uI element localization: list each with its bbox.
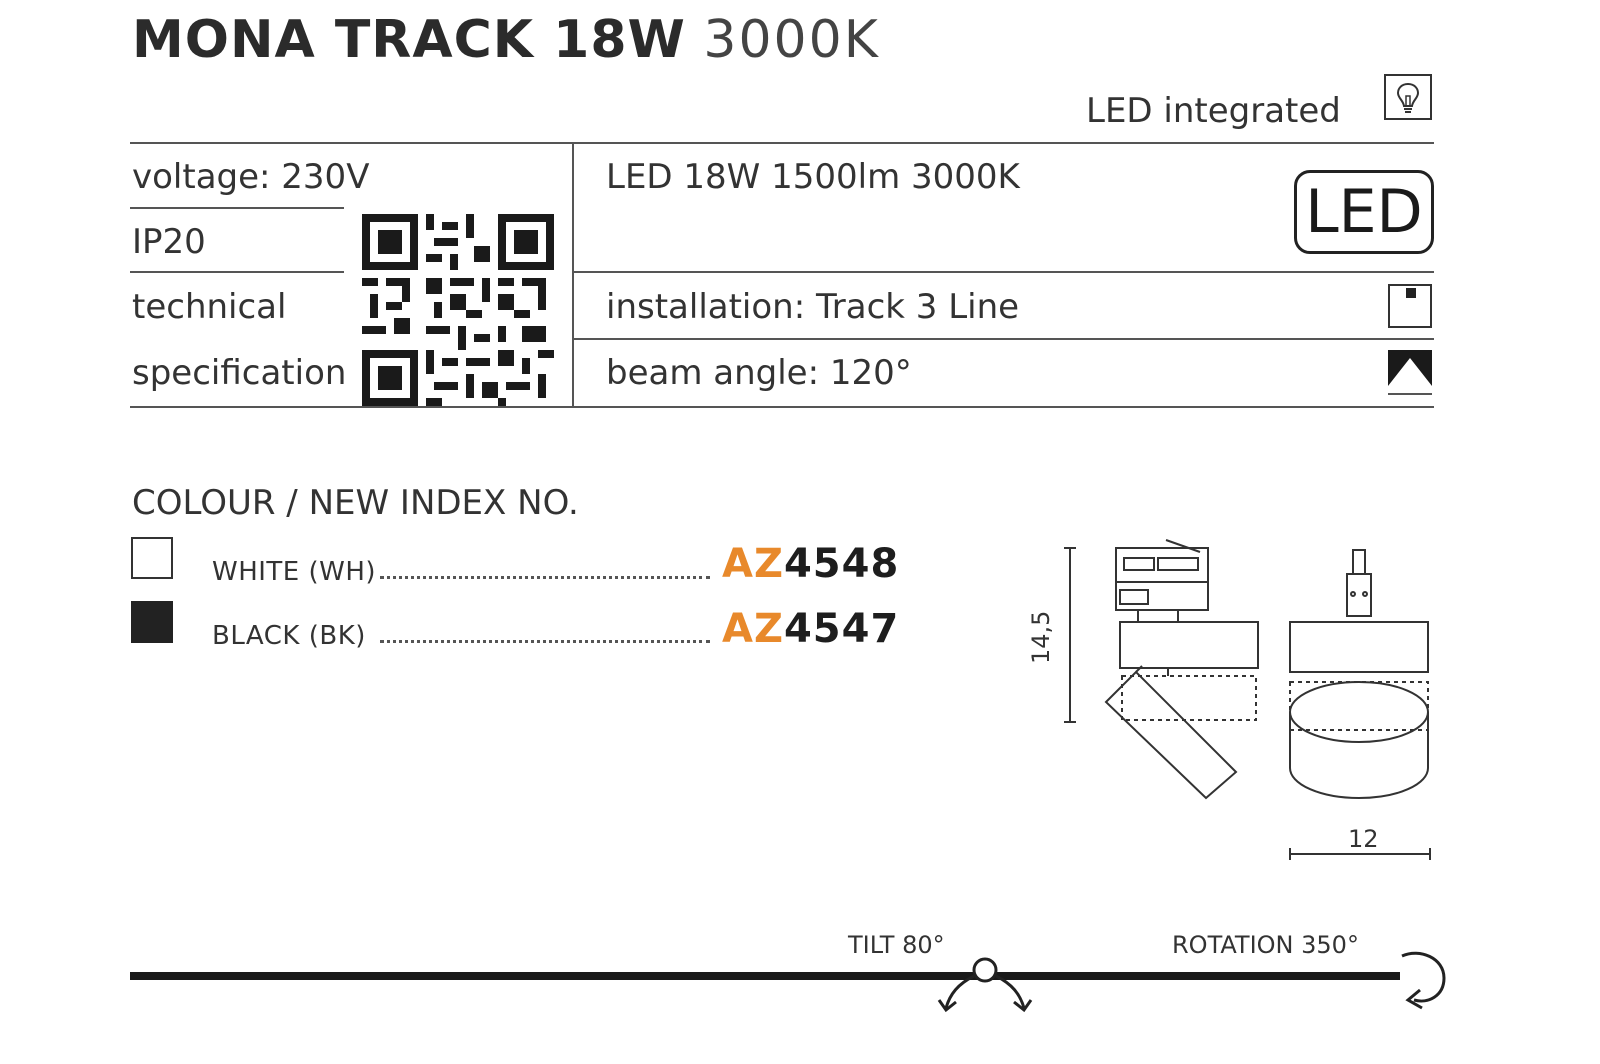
colour-name-white: WHITE (WH) <box>212 557 377 587</box>
tilt-label: TILT 80° <box>848 931 945 959</box>
dimension-width: 12 <box>1348 825 1379 853</box>
title-product: MONA TRACK 18W <box>132 10 686 70</box>
rotation-label: ROTATION 350° <box>1172 931 1359 959</box>
swatch-black <box>131 601 173 643</box>
led-integrated-label: LED integrated <box>1086 91 1341 131</box>
colour-name-black: BLACK (BK) <box>212 621 366 651</box>
bulb-icon <box>1384 74 1432 120</box>
spec-installation: installation: Track 3 Line <box>606 287 1020 327</box>
beam-angle-icon <box>1388 350 1432 395</box>
rotation-icon <box>1401 951 1446 1010</box>
bottom-bar <box>130 972 1400 980</box>
table-divider <box>572 144 574 408</box>
leader-dots <box>380 640 710 643</box>
spec-led: LED 18W 1500lm 3000K <box>606 157 1020 197</box>
led-icon: LED <box>1294 170 1434 254</box>
page-title: MONA TRACK 18W 3000K <box>132 8 880 72</box>
swatch-white <box>131 537 173 579</box>
title-color-temp: 3000K <box>703 10 880 70</box>
technical-drawing <box>1064 539 1431 860</box>
leader-dots <box>380 576 710 579</box>
left-rule-1 <box>130 207 344 209</box>
tilt-icon <box>937 957 1033 1013</box>
spec-beam: beam angle: 120° <box>606 353 912 393</box>
dimension-height: 14,5 <box>1027 610 1055 664</box>
index-code-black: AZ4547 <box>722 606 900 652</box>
right-rule-2 <box>574 338 1434 340</box>
right-rule-1 <box>574 271 1434 273</box>
table-bottom-rule <box>130 406 1434 408</box>
track-installation-icon <box>1388 284 1432 328</box>
index-code-white: AZ4548 <box>722 541 900 587</box>
spec-ip: IP20 <box>132 222 206 262</box>
qr-code[interactable] <box>362 212 554 408</box>
left-rule-2 <box>130 271 344 273</box>
spec-voltage: voltage: 230V <box>132 157 370 197</box>
spec-specification: specification <box>132 353 347 393</box>
table-top-rule <box>130 142 1434 144</box>
colour-heading: COLOUR / NEW INDEX NO. <box>132 483 579 523</box>
spec-technical: technical <box>132 287 287 327</box>
